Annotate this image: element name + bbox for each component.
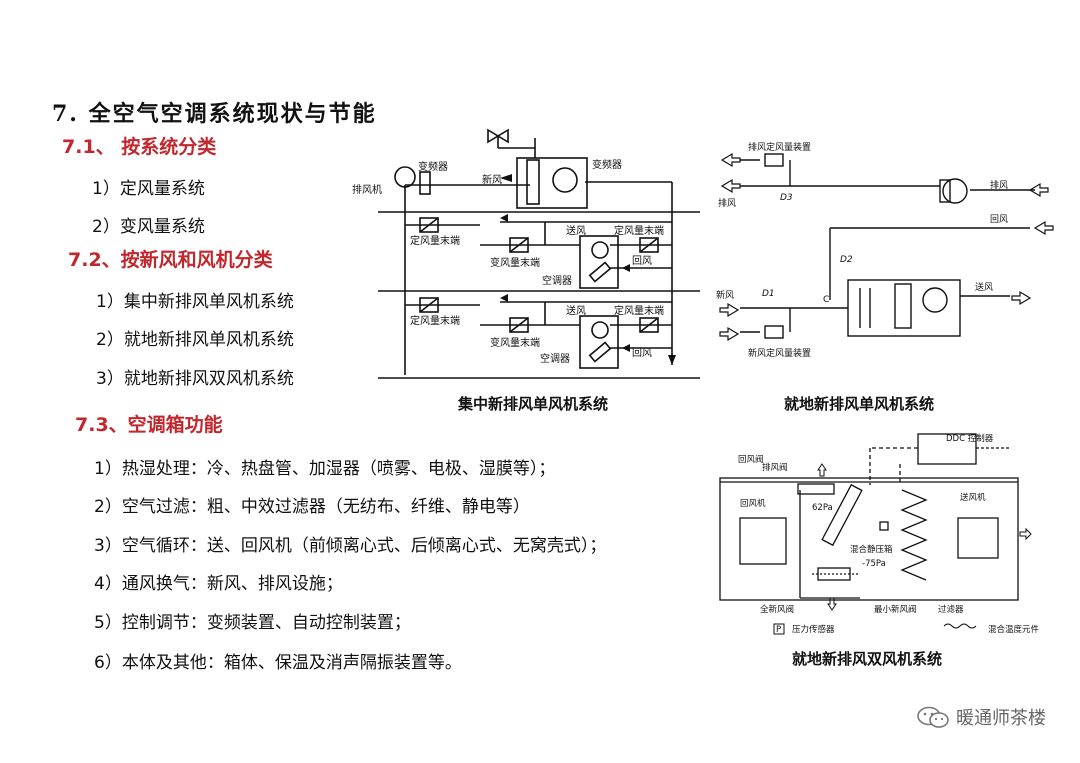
- label-exhaust: 排风: [718, 197, 736, 209]
- label-return-air: 回风: [632, 347, 652, 359]
- list-item: 5）控制调节：变频装置、自动控制装置；: [94, 613, 411, 633]
- label-ahu: 空调器: [540, 352, 570, 365]
- label-supply: 送风: [975, 281, 993, 293]
- label-return: 回风: [990, 214, 1008, 225]
- label-exhaust-damper: 排风阀: [762, 462, 788, 473]
- label-exhaust-fan: 排风机: [352, 183, 382, 196]
- label-fresh-cav: 新风定风量装置: [748, 347, 811, 359]
- label-filter: 过滤器: [938, 604, 964, 615]
- label-cav-terminal: 定风量末端: [410, 314, 460, 327]
- label-fresh-air: 新风: [482, 173, 502, 186]
- wechat-icon: [917, 706, 949, 728]
- label-exhaust-cav: 排风定风量装置: [748, 141, 811, 153]
- label-vfd-left: 变频器: [418, 160, 448, 173]
- label-75pa: -75Pa: [862, 559, 886, 569]
- page-title: 7. 全空气空调系统现状与节能: [52, 101, 377, 127]
- label-supply-air: 送风: [566, 224, 586, 237]
- label-exhaust: 排风: [990, 179, 1008, 191]
- diagram-local-single-fan: 排风定风量装置 排风 排风 回风 送风 新风 新风定风量装置 D1 D2 D3 …: [716, 141, 1054, 359]
- label-return-air: 回风: [632, 255, 652, 267]
- caption-diagram-3: 就地新排风双风机系统: [792, 650, 943, 668]
- label-mix-box: 混合静压箱: [850, 544, 893, 555]
- list-item: 2）变风量系统: [92, 217, 205, 237]
- section-heading-7-2: 7.2、按新风和风机分类: [68, 249, 273, 271]
- list-item: 3）空气循环：送、回风机（前倾离心式、后倾离心式、无窝壳式）；: [94, 536, 607, 556]
- label-return-fan: 回风机: [740, 498, 766, 509]
- label-d1: D1: [762, 289, 775, 299]
- list-item: 6）本体及其他：箱体、保温及消声隔振装置等。: [94, 653, 462, 673]
- label-ddc: DDC 控制器: [946, 433, 994, 444]
- label-cav-terminal: 定风量末端: [614, 224, 664, 237]
- label-supply-air: 送风: [566, 304, 586, 317]
- label-temp-element: 混合温度元件: [988, 624, 1040, 635]
- label-cav-terminal: 定风量末端: [614, 304, 664, 317]
- label-62pa: 62Pa: [812, 503, 833, 513]
- label-vav-terminal: 变风量末端: [490, 256, 540, 269]
- section-heading-7-1: 7.1、 按系统分类: [62, 136, 217, 158]
- diagram-centralized-single-fan: 变频器 变频器 排风机 新风 定风量末端 变风量末端 送风 定风量末端 回风 空…: [352, 128, 700, 379]
- caption-diagram-1: 集中新排风单风机系统: [458, 395, 609, 413]
- label-vav-terminal: 变风量末端: [490, 336, 540, 349]
- label-return-damper: 回风阀: [738, 455, 764, 465]
- label-vfd-right: 变频器: [592, 158, 622, 171]
- diagram-local-dual-fan: DDC 控制器 回风阀 排风阀 回风机 送风机 62Pa 混合静压箱 -75Pa…: [719, 433, 1040, 635]
- watermark-text: 暖通师茶楼: [956, 708, 1046, 729]
- label-c: C: [823, 295, 829, 305]
- arrow-icons: [719, 152, 1054, 342]
- label-pressure-sensor: 压力传感器: [792, 624, 835, 635]
- watermark: 暖通师茶楼: [916, 704, 1046, 730]
- label-full-fresh-damper: 全新风阀: [760, 604, 794, 615]
- label-supply-fan: 送风机: [960, 492, 986, 503]
- section-heading-7-3: 7.3、空调箱功能: [75, 414, 223, 436]
- list-item: 3）就地新排风双风机系统: [96, 369, 294, 389]
- list-item: 1）热湿处理：冷、热盘管、加湿器（喷雾、电极、湿膜等）；: [94, 459, 556, 479]
- list-item: 2）空气过滤：粗、中效过滤器（无纺布、纤维、静电等）: [94, 497, 530, 517]
- label-d3: D3: [780, 193, 793, 203]
- list-item: 2）就地新排风单风机系统: [96, 330, 294, 350]
- label-min-fresh-damper: 最小新风阀: [874, 604, 917, 615]
- list-item: 1）定风量系统: [92, 179, 205, 199]
- caption-diagram-2: 就地新排风单风机系统: [784, 395, 935, 413]
- label-ahu: 空调器: [542, 274, 572, 287]
- label-cav-terminal: 定风量末端: [410, 234, 460, 247]
- list-item: 1）集中新排风单风机系统: [96, 292, 294, 312]
- list-item: 4）通风换气：新风、排风设施；: [94, 574, 343, 594]
- label-fresh: 新风: [716, 289, 734, 301]
- label-p-mark: P: [776, 625, 781, 635]
- label-d2: D2: [840, 255, 853, 265]
